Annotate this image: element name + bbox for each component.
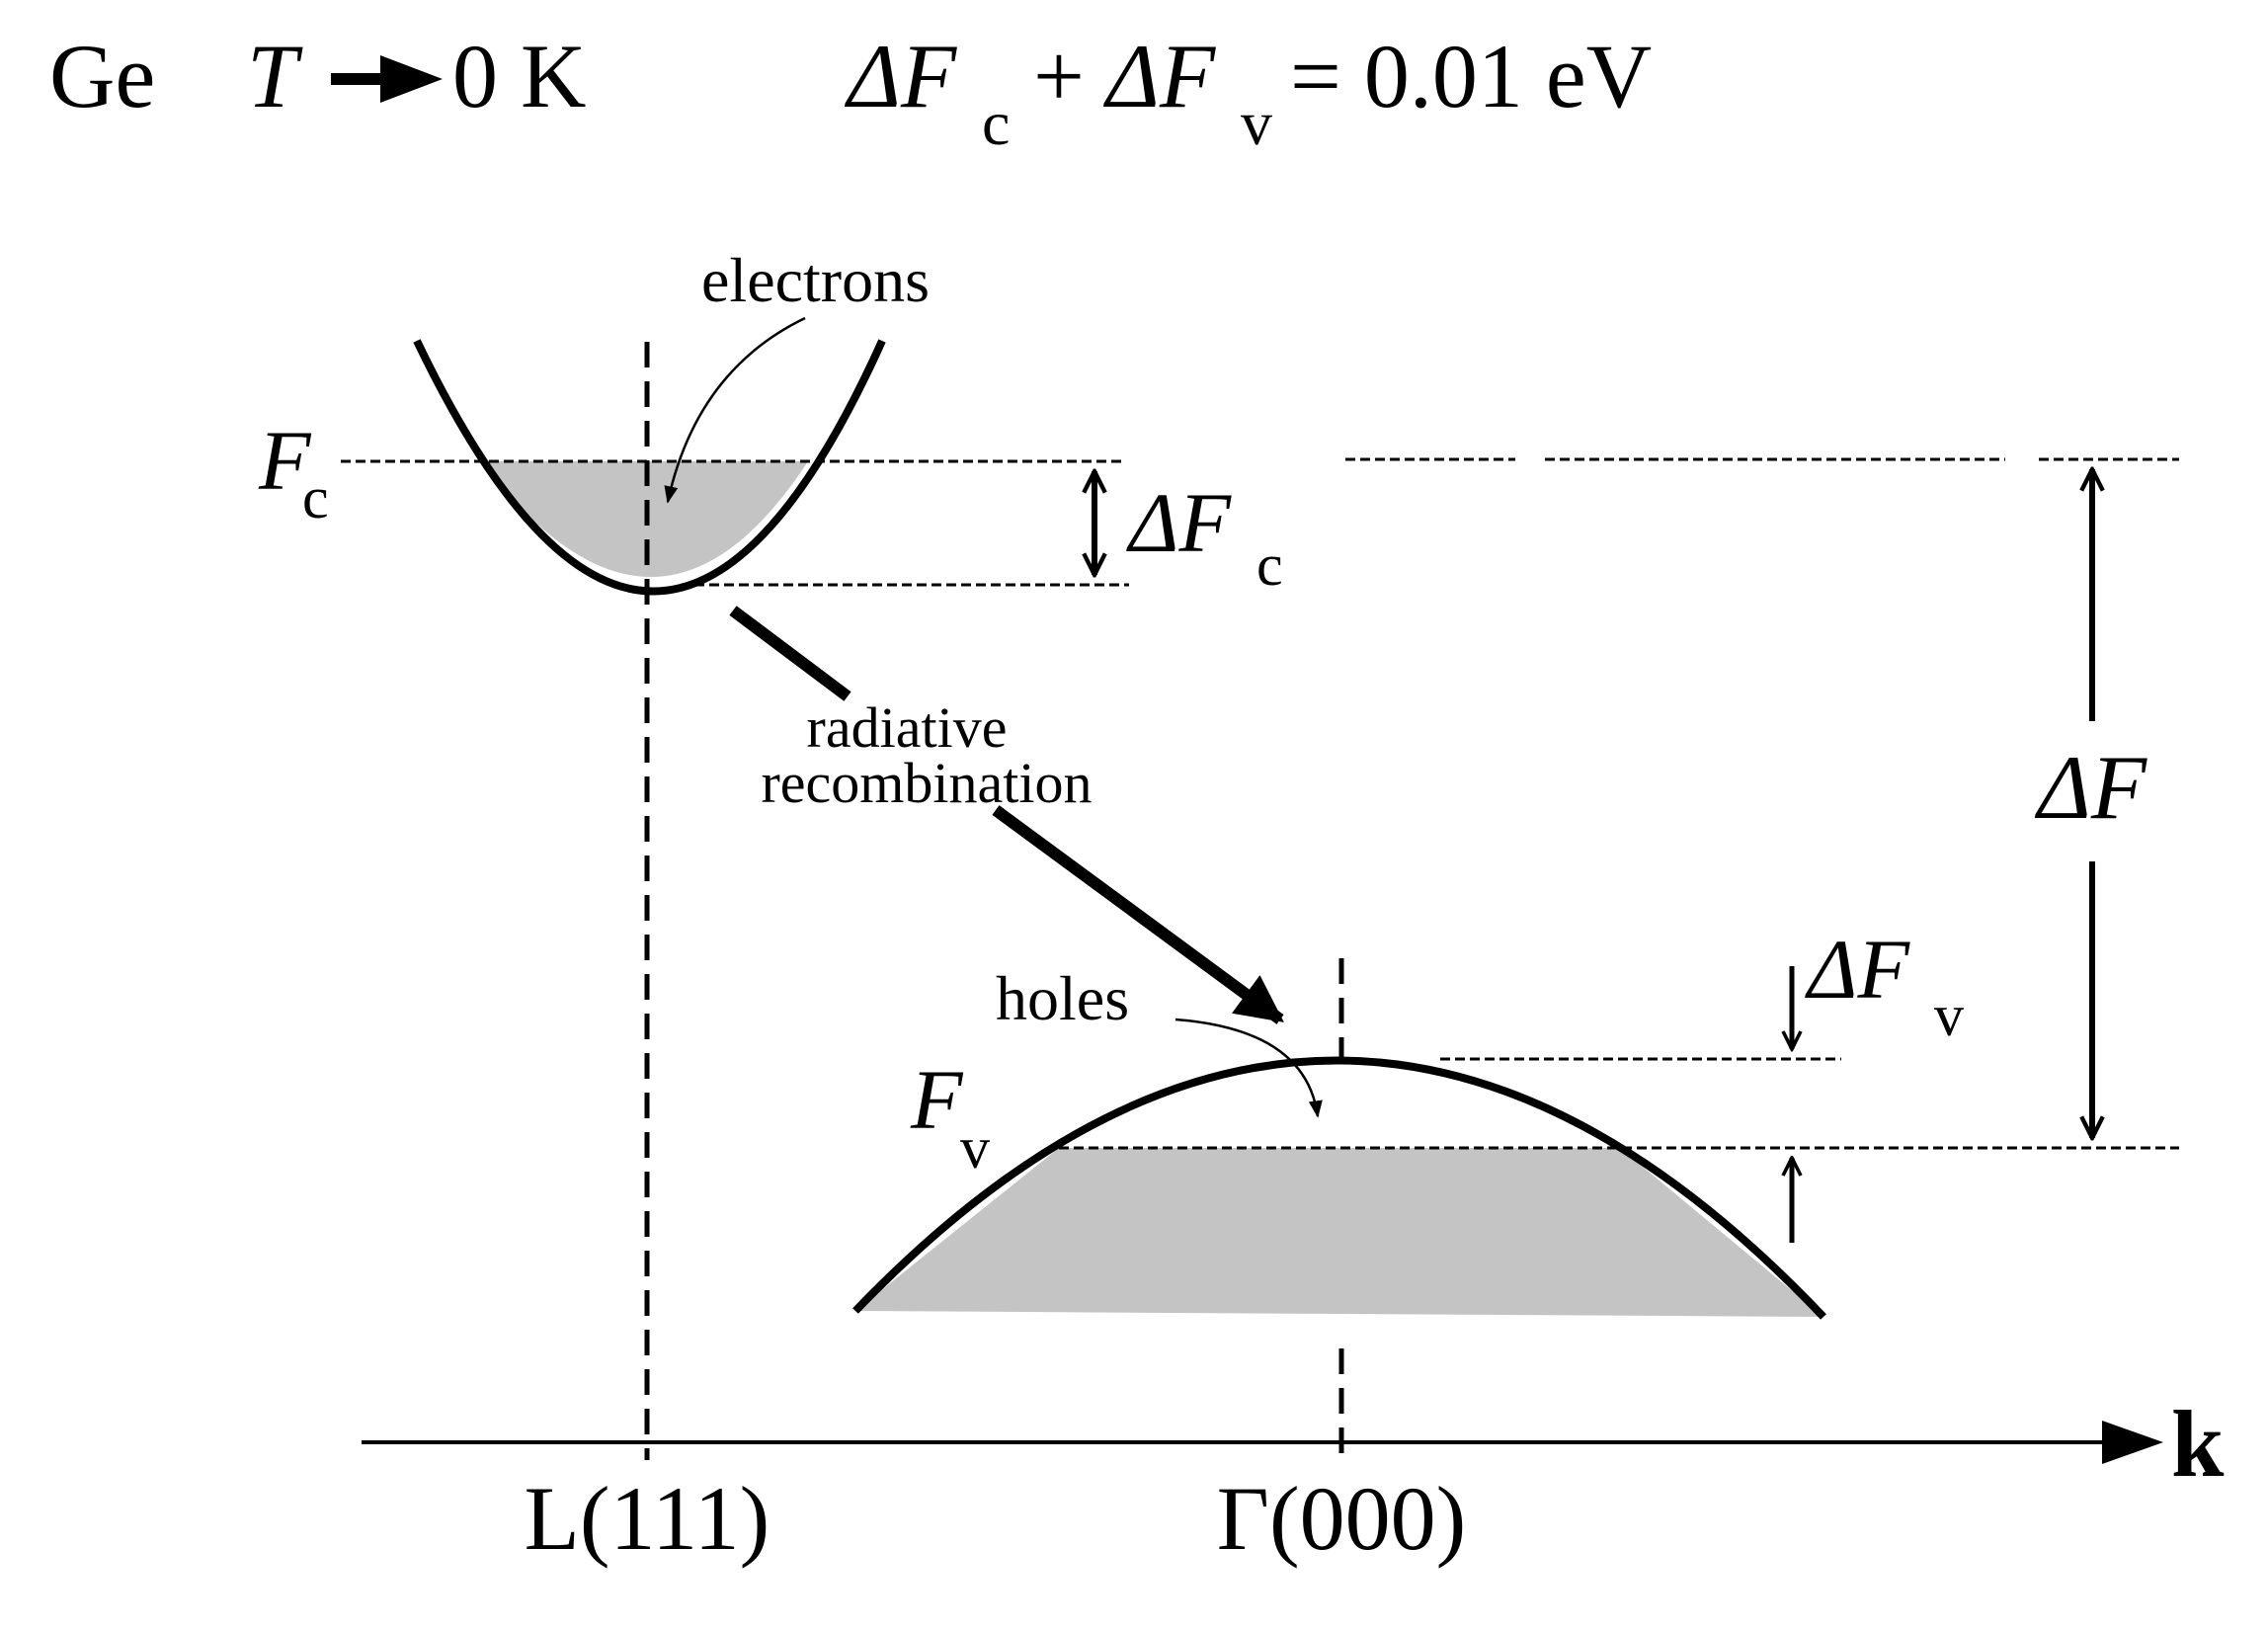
radiative-label-line1: radiative <box>807 695 1008 760</box>
L-point-label: L(111) <box>525 1468 770 1569</box>
radiative-label-line2: recombination <box>761 751 1092 815</box>
delta-f-label: ΔF <box>2034 737 2147 838</box>
electrons-pointer-arrow <box>664 316 806 504</box>
fc-label-sub: c <box>302 465 329 530</box>
delta-fc-sub: c <box>982 88 1010 158</box>
electrons-label: electrons <box>701 245 930 315</box>
delta-fv-label: ΔF <box>1805 922 1910 1017</box>
delta-fv-term: ΔF <box>1102 26 1216 126</box>
Gamma-point-label: Γ(000) <box>1217 1468 1466 1569</box>
temperature-value: 0 K <box>452 26 586 126</box>
fv-label-sub: v <box>960 1115 990 1181</box>
equation-rhs: = 0.01 eV <box>1290 26 1652 126</box>
k-axis-label: k <box>2171 1391 2225 1497</box>
plus-sign: + <box>1033 26 1085 126</box>
delta-fc-label-sub: c <box>1256 532 1283 598</box>
conduction-band-curve <box>413 339 886 596</box>
fc-label: F <box>258 413 312 508</box>
radiative-arrow-upper-segment <box>729 606 851 701</box>
header-formula: Ge T 0 K ΔF c + ΔF v = 0.01 eV <box>49 26 1652 158</box>
delta-fv-label-sub: v <box>1934 983 1964 1048</box>
delta-fc-term: ΔF <box>844 26 957 126</box>
holes-pointer-arrow <box>1174 1018 1323 1118</box>
right-arrow-icon <box>331 55 443 103</box>
k-axis-arrowhead-icon <box>2102 1421 2163 1464</box>
valence-band-curve <box>852 1056 1826 1320</box>
radiative-arrow-lower-segment <box>992 805 1284 1024</box>
material-label: Ge <box>49 26 155 126</box>
hole-filled-region <box>855 1148 1823 1317</box>
delta-fc-label: ΔF <box>1126 475 1232 570</box>
delta-fv-sub: v <box>1241 88 1272 158</box>
temperature-symbol: T <box>247 26 303 126</box>
fv-label: F <box>910 1052 964 1147</box>
holes-label: holes <box>996 963 1129 1033</box>
